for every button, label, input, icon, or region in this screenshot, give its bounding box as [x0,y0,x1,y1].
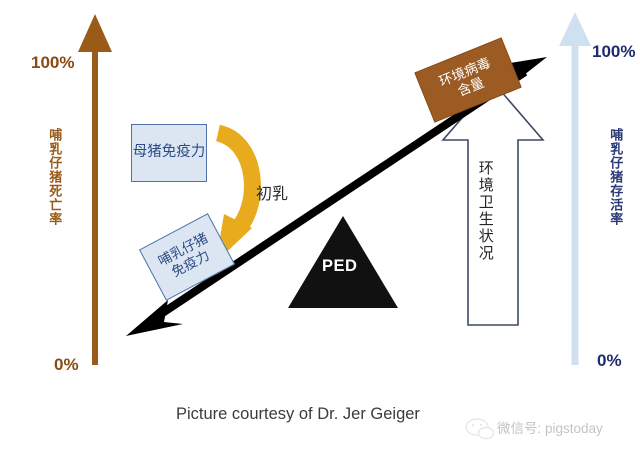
watermark-text: 微信号: pigstoday [497,421,603,436]
right-axis-bottom-tick: 0% [597,351,622,370]
figure-caption: Picture courtesy of Dr. Jer Geiger [176,405,420,423]
left-axis-top-tick: 100% [31,53,75,72]
left-axis-arrow-icon [78,14,112,365]
right-axis-top-tick: 100% [592,42,636,61]
sow-immunity-box: 母猪免疫力 [131,124,207,182]
right-axis-label: 哺乳仔猪存活率 [608,128,624,226]
hygiene-label: 环境卫生状况 [476,160,494,262]
right-axis-arrow-icon [559,12,591,365]
virus-load-box: 环境病毒 含量 [414,37,522,123]
piglet-immunity-box: 哺乳仔猪 免疫力 [138,213,236,301]
left-axis-label: 哺乳仔猪死亡率 [47,128,63,226]
colostrum-label: 初乳 [256,186,289,203]
ped-label: PED [322,257,358,275]
watermark: 微信号: pigstoday [465,417,603,437]
left-axis-bottom-tick: 0% [54,355,79,374]
